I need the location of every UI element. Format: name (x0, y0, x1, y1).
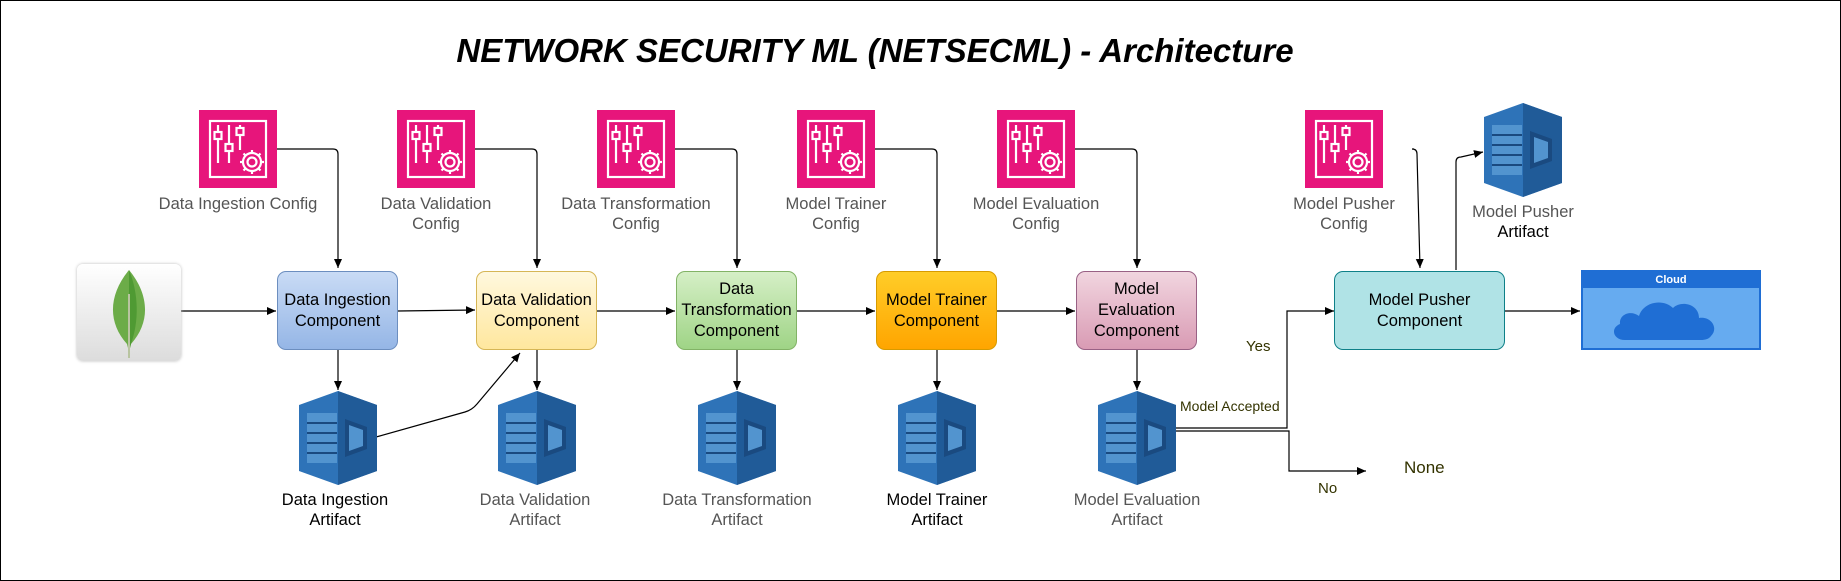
storage-artifact-icon (898, 391, 976, 485)
config-sliders-gear-icon (406, 119, 466, 179)
config-label-ingestion: Data Ingestion Config (158, 195, 318, 213)
config-icon-trainer (797, 110, 875, 188)
mongodb-source (77, 264, 181, 361)
edge-evaluation-config (1075, 148, 1141, 268)
artifact-icon-trainer (898, 391, 976, 485)
edge-model-accepted-yes (1175, 307, 1334, 429)
storage-artifact-icon (498, 391, 576, 485)
mongodb-leaf-icon (112, 270, 146, 358)
edge-ingestion-to-validation (397, 306, 476, 315)
edge-ingestion-artifact-to-validation (375, 352, 521, 438)
artifact-icon-ingestion (299, 391, 377, 485)
artifact-icon-pusher (1484, 103, 1562, 197)
edge-model-rejected-no (1175, 430, 1366, 475)
config-sliders-gear-icon (1006, 119, 1066, 179)
config-icon-pusher (1305, 110, 1383, 188)
cloud-icon (1613, 302, 1715, 340)
storage-artifact-icon (698, 391, 776, 485)
edge-ingestion-config (277, 148, 342, 268)
artifact-icon-validation (498, 391, 576, 485)
config-sliders-gear-icon (606, 119, 666, 179)
artifact-icon-evaluation (1098, 391, 1176, 485)
storage-artifact-icon (299, 391, 377, 485)
cloud-label: Cloud (1583, 272, 1759, 288)
config-sliders-gear-icon (1314, 119, 1374, 179)
edge-transformation-config (675, 148, 741, 268)
config-icon-transformation (597, 110, 675, 188)
diagram-title: NETWORK SECURITY ML (NETSECML) - Archite… (456, 32, 1294, 69)
config-sliders-gear-icon (208, 119, 268, 179)
outcome-none: None (1404, 458, 1445, 477)
config-sliders-gear-icon (806, 119, 866, 179)
config-icon-evaluation (997, 110, 1075, 188)
cloud-target: Cloud (1581, 270, 1761, 350)
edge-label-no: No (1318, 480, 1338, 497)
artifact-icon-transformation (698, 391, 776, 485)
config-icon-validation (397, 110, 475, 188)
config-icon-ingestion (199, 110, 277, 188)
edge-pusher-to-artifact (1455, 150, 1484, 270)
edge-label-model-accepted: Model Accepted (1180, 398, 1280, 414)
edge-label-yes: Yes (1246, 338, 1271, 355)
storage-artifact-icon (1484, 103, 1562, 197)
edge-validation-config (475, 148, 541, 268)
storage-artifact-icon (1098, 391, 1176, 485)
edge-trainer-config (875, 148, 941, 268)
edge-pusher-config (1411, 148, 1424, 269)
